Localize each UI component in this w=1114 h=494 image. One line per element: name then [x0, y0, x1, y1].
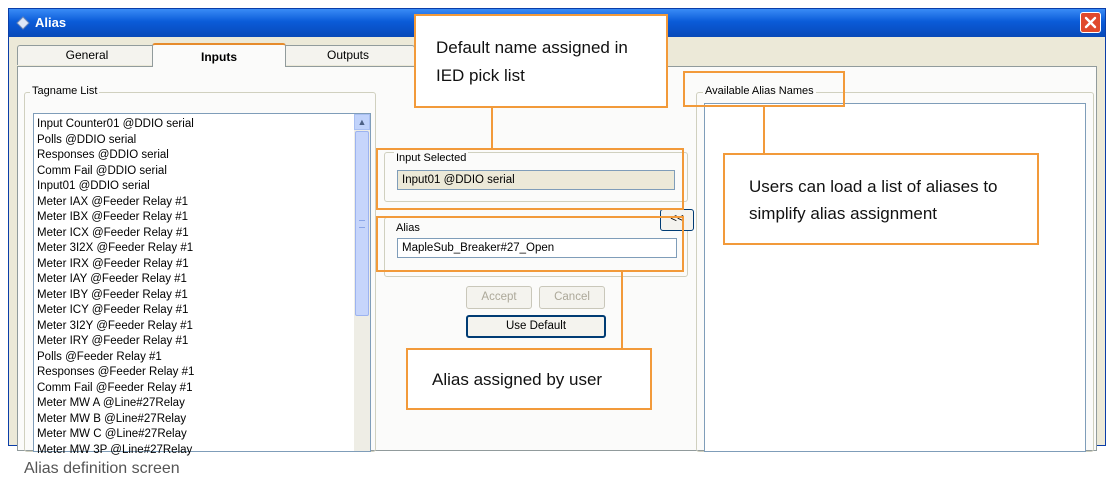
input-selected-field: Input01 @DDIO serial [397, 170, 675, 190]
list-item[interactable]: Meter IRX @Feeder Relay #1 [37, 257, 189, 270]
scroll-up-button[interactable]: ▲ [354, 114, 370, 130]
list-item[interactable]: Meter IAY @Feeder Relay #1 [37, 273, 187, 285]
list-item[interactable]: Meter ICY @Feeder Relay #1 [37, 304, 189, 316]
cancel-button[interactable]: Cancel [539, 286, 605, 309]
list-item[interactable]: Meter IAX @Feeder Relay #1 [37, 195, 189, 208]
available-alias-highlight [683, 71, 845, 107]
app-icon [16, 16, 30, 30]
tab-outputs[interactable]: Outputs [281, 45, 415, 65]
list-item[interactable]: Input01 @DDIO serial [37, 180, 150, 192]
list-item[interactable]: Meter MW A @Line#27Relay [37, 397, 185, 409]
list-item[interactable]: Polls @DDIO serial [37, 133, 137, 146]
available-alias-legend: Available Alias Names [703, 85, 816, 97]
list-item[interactable]: Comm Fail @Feeder Relay #1 [37, 381, 193, 394]
callout-assigned-by-user: Alias assigned by user [406, 348, 652, 410]
list-item[interactable]: Input Counter01 @DDIO serial [37, 118, 194, 130]
input-selected-group [384, 152, 688, 202]
close-button[interactable] [1080, 12, 1101, 33]
callout-line-default [491, 107, 493, 148]
list-item[interactable]: Meter IBX @Feeder Relay #1 [37, 211, 189, 223]
tagname-list-legend: Tagname List [30, 85, 100, 97]
alias-input[interactable]: MapleSub_Breaker#27_Open [397, 238, 677, 258]
use-default-button[interactable]: Use Default [466, 315, 606, 338]
list-item[interactable]: Meter MW 3P @Line#27Relay [37, 443, 193, 456]
scroll-thumb[interactable] [355, 131, 369, 316]
list-item[interactable]: Meter IRY @Feeder Relay #1 [37, 335, 189, 347]
close-icon [1084, 16, 1097, 29]
tab-general[interactable]: General [17, 45, 157, 65]
tagname-scrollbar[interactable]: ▲ [354, 114, 370, 451]
list-item[interactable]: Responses @Feeder Relay #1 [37, 366, 195, 378]
input-selected-highlight [376, 148, 684, 210]
list-item[interactable]: Polls @Feeder Relay #1 [37, 350, 162, 363]
list-item[interactable]: Meter 3I2Y @Feeder Relay #1 [37, 319, 193, 332]
alias-highlight [376, 216, 684, 272]
list-item[interactable]: Meter MW C @Line#27Relay [37, 428, 187, 440]
window-title: Alias [35, 15, 67, 30]
input-selected-label: Input Selected [394, 152, 469, 164]
list-item[interactable]: Meter 3I2X @Feeder Relay #1 [37, 242, 194, 254]
callout-line-assigned [621, 272, 623, 349]
tab-inputs[interactable]: Inputs [152, 43, 286, 67]
callout-default-name: Default name assigned in IED pick list [414, 14, 668, 108]
callout-line-load [763, 107, 765, 153]
list-item[interactable]: Meter MW B @Line#27Relay [37, 412, 187, 425]
alias-label: Alias [394, 222, 422, 234]
figure-caption: Alias definition screen [24, 460, 180, 477]
list-item[interactable]: Meter ICX @Feeder Relay #1 [37, 226, 189, 239]
list-item[interactable]: Responses @DDIO serial [37, 149, 169, 161]
callout-load-aliases: Users can load a list of aliases to simp… [723, 153, 1039, 245]
accept-button[interactable]: Accept [466, 286, 532, 309]
list-item[interactable]: Comm Fail @DDIO serial [37, 164, 167, 177]
list-item[interactable]: Meter IBY @Feeder Relay #1 [37, 288, 188, 301]
